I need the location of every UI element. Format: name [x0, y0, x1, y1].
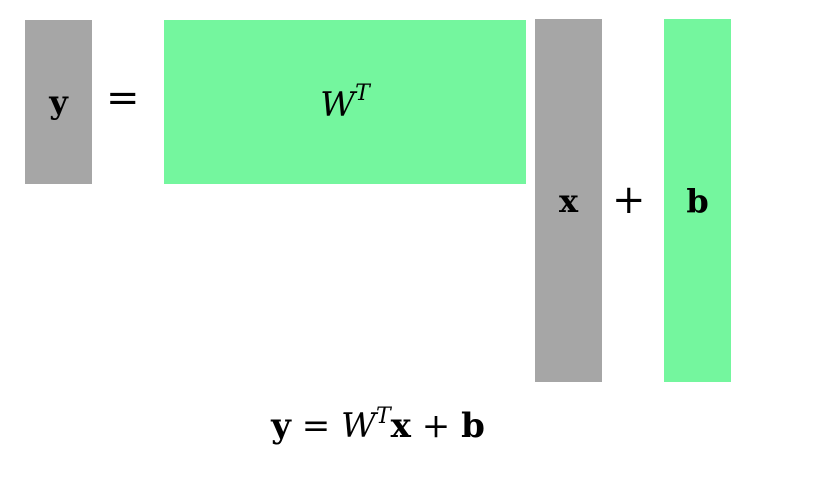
weight-matrix-symbol: W	[320, 84, 356, 125]
formula-transpose: T	[375, 404, 391, 429]
bias-vector-block: b	[664, 19, 731, 382]
formula-plus: +	[410, 406, 462, 446]
y-vector-block: y	[25, 20, 92, 184]
weight-matrix-label: WT	[320, 80, 370, 125]
equation-caption: y = WTx + b	[0, 404, 756, 446]
transpose-superscript: T	[355, 80, 370, 106]
weight-matrix-block: WT	[164, 20, 526, 184]
y-vector-label: y	[49, 83, 68, 121]
formula-x: x	[390, 406, 411, 446]
formula-w: W	[341, 406, 376, 446]
plus-operator: +	[612, 177, 646, 223]
formula-b: b	[461, 406, 485, 446]
formula-equals: =	[290, 406, 342, 446]
equals-operator: =	[106, 75, 140, 121]
bias-vector-label: b	[686, 181, 709, 220]
x-vector-block: x	[535, 19, 602, 382]
formula-y: y	[271, 406, 291, 446]
x-vector-label: x	[558, 181, 579, 220]
